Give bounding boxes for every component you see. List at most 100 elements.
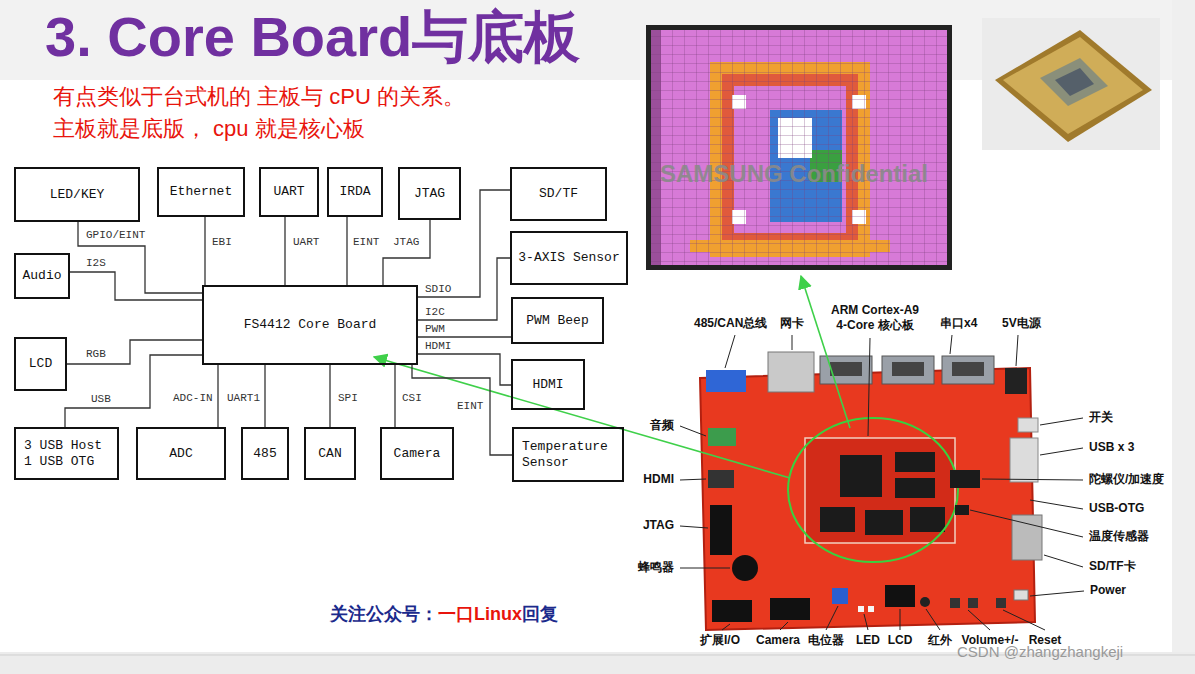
bus-wire — [70, 272, 202, 300]
signal-label: UART1 — [226, 392, 261, 405]
box-text: Audio — [22, 268, 61, 284]
peripheral-box: Camera — [380, 427, 454, 480]
peripheral-box: LCD — [14, 337, 67, 391]
peripheral-box: JTAG — [398, 167, 461, 220]
bus-wire — [78, 222, 202, 293]
peripheral-box: 3 USB Host 1 USB OTG — [14, 427, 119, 480]
box-text: PWM Beep — [526, 313, 588, 329]
box-text: Temperature Sensor — [522, 439, 614, 471]
bus-wire — [217, 365, 218, 427]
signal-label: PWM — [424, 323, 446, 336]
footer-row: 关注公众号：一口Linux回复 — [330, 603, 558, 625]
bus-wire — [204, 217, 205, 285]
bus-wire — [418, 258, 510, 320]
bus-wire — [67, 340, 202, 364]
side-band — [1172, 0, 1195, 652]
callout-label: 485/CAN总线 — [692, 316, 769, 331]
callout-label: 串口x4 — [938, 316, 979, 331]
peripheral-box: SD/TF — [510, 167, 607, 221]
box-text: 485 — [253, 446, 276, 462]
footer-text: 关注公众号： — [330, 603, 438, 625]
callout-label: HDMI — [641, 472, 676, 487]
board-photo — [700, 352, 1042, 630]
bus-wire — [394, 365, 395, 427]
peripheral-box: Temperature Sensor — [512, 427, 624, 482]
peripheral-box: Ethernet — [157, 167, 245, 217]
box-text: CAN — [318, 446, 341, 462]
callout-label: SD/TF卡 — [1087, 559, 1138, 574]
callout-label: USB x 3 — [1087, 440, 1136, 455]
chip-floorplan — [646, 25, 952, 270]
peripheral-box: Audio — [14, 253, 70, 299]
signal-label: RGB — [85, 348, 107, 361]
bus-wire — [329, 365, 330, 427]
signal-label: ADC-IN — [172, 392, 214, 405]
peripheral-box: 3-AXIS Sensor — [510, 231, 628, 285]
callout-label: 网卡 — [778, 316, 806, 331]
peripheral-box: ADC — [136, 427, 226, 480]
signal-label: I2C — [424, 306, 446, 319]
peripheral-box: LED/KEY — [14, 167, 140, 222]
intro-note: 主板就是底版， cpu 就是核心板 — [53, 116, 365, 142]
bus-wire — [284, 217, 285, 285]
signal-label: SDIO — [424, 283, 452, 296]
signal-label: USB — [90, 393, 112, 406]
box-text: 3-AXIS Sensor — [518, 250, 619, 266]
peripheral-box: PWM Beep — [511, 297, 604, 344]
callout-label: Camera — [754, 633, 802, 648]
callout-label: Power — [1088, 583, 1128, 598]
bus-wire — [65, 355, 202, 427]
box-text: FS4412 Core Board — [244, 317, 377, 333]
box-text: UART — [273, 184, 304, 200]
signal-label: EBI — [211, 236, 233, 249]
bus-wire — [418, 354, 511, 385]
signal-label: EINT — [456, 400, 484, 413]
cpu-photo — [982, 18, 1160, 150]
callout-label: 开关 — [1087, 410, 1115, 425]
callout-label: ARM Cortex-A9 4-Core 核心板 — [823, 303, 927, 333]
callout-label: 电位器 — [806, 633, 846, 648]
box-text: IRDA — [339, 184, 370, 200]
bus-wire — [346, 217, 347, 285]
signal-label: EINT — [352, 236, 380, 249]
green-pointer-arrows — [374, 276, 850, 478]
slide-title: 3. Core Board与底板 — [45, 2, 580, 72]
callout-label: LCD — [886, 633, 915, 648]
peripheral-box: 485 — [241, 427, 289, 480]
bus-wire — [264, 365, 265, 427]
peripheral-box: HDMI — [511, 359, 585, 410]
bus-wire — [418, 336, 511, 337]
signal-label: JTAG — [392, 236, 420, 249]
peripheral-box: CAN — [304, 427, 356, 480]
box-text: Camera — [394, 446, 441, 462]
callout-label: 扩展I/O — [698, 633, 742, 648]
callout-label: 陀螺仪/加速度 — [1087, 472, 1166, 487]
bus-wire — [383, 220, 430, 285]
leader-lines — [680, 335, 1084, 630]
callout-label: 红外 — [926, 633, 954, 648]
callout-label: 温度传感器 — [1087, 529, 1151, 544]
box-text: Ethernet — [170, 184, 232, 200]
core-board-box: FS4412 Core Board — [202, 285, 418, 365]
signal-label: GPIO/EINT — [85, 229, 146, 242]
signal-label: CSI — [401, 392, 423, 405]
box-text: ADC — [169, 446, 192, 462]
signal-label: HDMI — [424, 340, 452, 353]
callout-label: JTAG — [641, 518, 676, 533]
signal-label: SPI — [337, 392, 359, 405]
peripheral-box: UART — [259, 167, 319, 217]
callout-label: 音频 — [648, 418, 676, 433]
bus-wire — [418, 190, 510, 297]
box-text: LED/KEY — [50, 187, 105, 203]
box-text: LCD — [29, 356, 52, 372]
callout-label: 蜂鸣器 — [636, 560, 676, 575]
box-text: SD/TF — [539, 186, 578, 202]
footer-text: 一口Linux — [438, 603, 522, 625]
bus-wire — [412, 365, 512, 455]
signal-label: I2S — [85, 257, 107, 270]
box-text: JTAG — [414, 186, 445, 202]
intro-note: 有点类似于台式机的 主板与 cPU 的关系。 — [53, 84, 465, 110]
callout-label: LED — [854, 633, 882, 648]
callout-label: USB-OTG — [1087, 501, 1146, 516]
watermark: SAMSUNG Confidential — [660, 160, 928, 188]
